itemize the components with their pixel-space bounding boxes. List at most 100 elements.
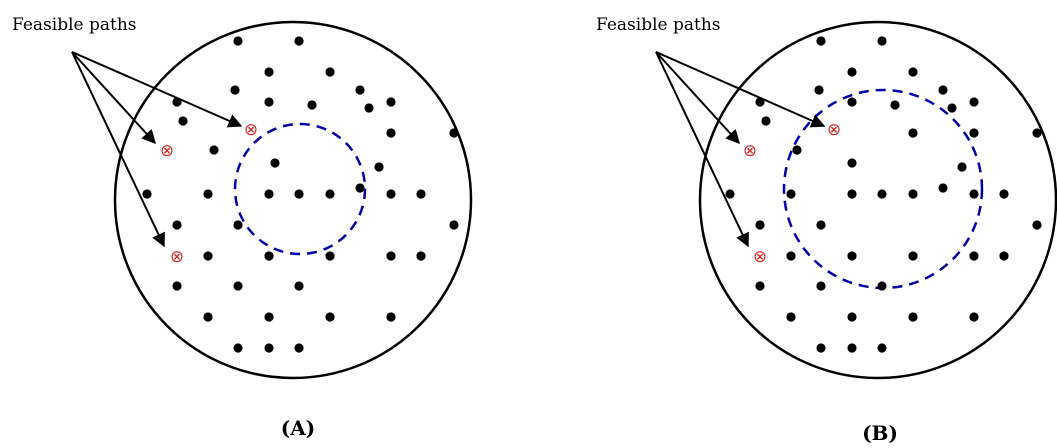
callout-arrow — [71, 51, 243, 128]
node-dot — [816, 220, 826, 230]
node-dot — [877, 281, 887, 291]
node-dot — [294, 343, 304, 353]
node-dot — [816, 36, 826, 46]
node-dot — [1032, 220, 1042, 230]
node-dot — [847, 158, 857, 168]
infeasible-marker-icon: ⊗ — [170, 247, 184, 267]
node-dot — [264, 97, 274, 107]
dot-grid — [725, 36, 1042, 353]
node-dot — [786, 251, 796, 261]
node-dot — [969, 97, 979, 107]
node-dot — [449, 128, 459, 138]
node-dot — [209, 145, 219, 155]
node-dot — [264, 189, 274, 199]
node-dot — [816, 343, 826, 353]
node-dot — [386, 251, 396, 261]
node-dot — [877, 189, 887, 199]
node-dot — [270, 158, 280, 168]
node-dot — [178, 116, 188, 126]
node-dot — [233, 36, 243, 46]
node-dot — [947, 103, 957, 113]
infeasible-marker-icon: ⊗ — [827, 120, 841, 140]
node-dot — [755, 220, 765, 230]
panel-sublabel: (A) — [281, 416, 315, 440]
infeasible-marker-icon: ⊗ — [160, 141, 174, 161]
node-dot — [969, 312, 979, 322]
node-dot — [877, 343, 887, 353]
callout-arrow — [655, 51, 740, 145]
callout-arrow — [71, 51, 156, 145]
infeasible-marker-icon: ⊗ — [753, 247, 767, 267]
node-dot — [847, 189, 857, 199]
node-dot — [908, 128, 918, 138]
callout-label: Feasible paths — [12, 15, 137, 35]
node-dot — [969, 251, 979, 261]
node-dot — [142, 189, 152, 199]
node-dot — [999, 251, 1009, 261]
node-dot — [792, 145, 802, 155]
node-dot — [725, 189, 735, 199]
node-dot — [386, 312, 396, 322]
node-dot — [999, 189, 1009, 199]
infeasible-marker-icon: ⊗ — [244, 120, 258, 140]
callout-arrow — [655, 51, 749, 248]
node-dot — [847, 97, 857, 107]
node-dot — [416, 189, 426, 199]
dot-grid — [142, 36, 459, 353]
node-dot — [294, 189, 304, 199]
node-dot — [203, 189, 213, 199]
node-dot — [386, 128, 396, 138]
callout-label: Feasible paths — [596, 15, 721, 35]
node-dot — [847, 312, 857, 322]
node-dot — [847, 343, 857, 353]
node-dot — [786, 189, 796, 199]
outer-boundary-circle — [698, 20, 1057, 380]
node-dot — [325, 67, 335, 77]
node-dot — [1032, 128, 1042, 138]
node-dot — [172, 281, 182, 291]
node-dot — [386, 189, 396, 199]
node-dot — [264, 343, 274, 353]
dashed-region-circle — [233, 122, 367, 256]
node-dot — [908, 67, 918, 77]
node-dot — [938, 183, 948, 193]
node-dot — [957, 162, 967, 172]
node-dot — [416, 251, 426, 261]
node-dot — [908, 312, 918, 322]
node-dot — [908, 189, 918, 199]
node-dot — [203, 251, 213, 261]
node-dot — [449, 220, 459, 230]
node-dot — [908, 251, 918, 261]
node-dot — [969, 128, 979, 138]
node-dot — [847, 251, 857, 261]
node-dot — [264, 67, 274, 77]
node-dot — [816, 281, 826, 291]
node-dot — [938, 85, 948, 95]
node-dot — [233, 220, 243, 230]
panel-b: Feasible paths ⊗ ⊗ ⊗ (B) — [596, 15, 1057, 445]
node-dot — [755, 281, 765, 291]
node-dot — [233, 343, 243, 353]
panel-sublabel: (B) — [862, 421, 898, 445]
panel-a: Feasible paths ⊗ ⊗ ⊗ (A) — [12, 15, 473, 440]
node-dot — [814, 85, 824, 95]
node-dot — [294, 281, 304, 291]
callout-arrow — [655, 51, 826, 128]
node-dot — [172, 220, 182, 230]
node-dot — [230, 85, 240, 95]
node-dot — [374, 162, 384, 172]
node-dot — [890, 100, 900, 110]
node-dot — [786, 312, 796, 322]
node-dot — [847, 67, 857, 77]
node-dot — [233, 281, 243, 291]
dashed-region-circle — [782, 88, 984, 290]
node-dot — [877, 36, 887, 46]
node-dot — [761, 116, 771, 126]
node-dot — [294, 36, 304, 46]
node-dot — [307, 100, 317, 110]
infeasible-marker-icon: ⊗ — [743, 141, 757, 161]
node-dot — [264, 251, 274, 261]
node-dot — [386, 97, 396, 107]
node-dot — [325, 251, 335, 261]
